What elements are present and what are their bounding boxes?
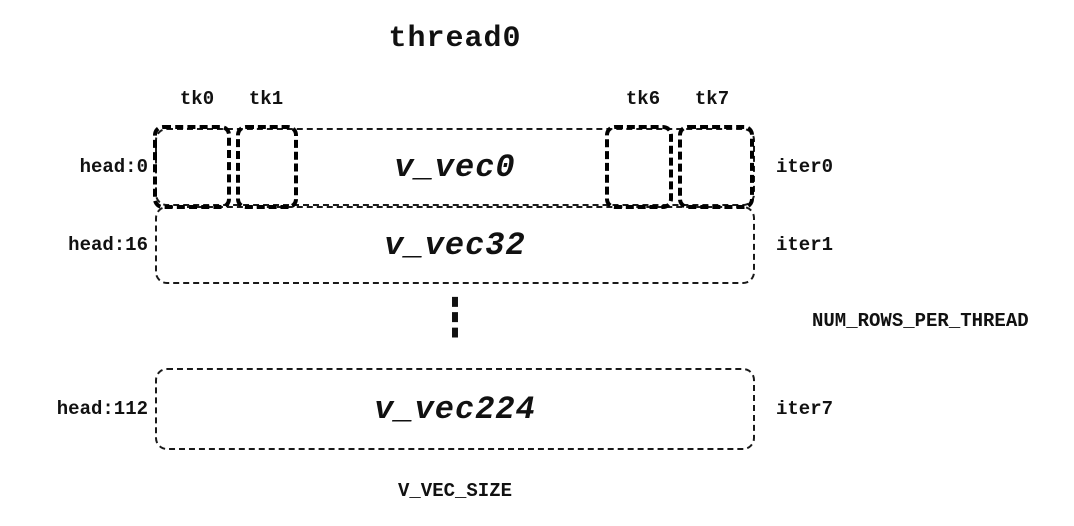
iter1-label: iter1 (776, 234, 834, 256)
head-16-label: head:16 (68, 234, 148, 256)
v-vec224-label: v_vec224 (374, 390, 536, 428)
v-vec32-row-box: v_vec32 (155, 206, 755, 284)
tk6-label: tk6 (625, 88, 661, 110)
vertical-ellipsis: ⋮ (438, 287, 472, 350)
tk1-box (236, 125, 298, 209)
tk6-box (605, 125, 673, 209)
iter7-label: iter7 (776, 398, 834, 420)
v-vec224-row-box: v_vec224 (155, 368, 755, 450)
head-112-label: head:112 (56, 398, 148, 420)
v-vec32-label: v_vec32 (384, 226, 526, 264)
num-rows-per-thread-label: NUM_ROWS_PER_THREAD (812, 310, 1029, 332)
diagram-title: thread0 (388, 22, 522, 56)
tk1-label: tk1 (248, 88, 284, 110)
tk0-box (153, 125, 231, 209)
tk7-label: tk7 (694, 88, 730, 110)
v-vec0-label: v_vec0 (394, 148, 516, 186)
iter0-label: iter0 (776, 156, 834, 178)
tk0-label: tk0 (179, 88, 215, 110)
head-0-label: head:0 (79, 156, 148, 178)
v-vec-size-label: V_VEC_SIZE (397, 480, 513, 502)
tk7-box (678, 125, 754, 209)
